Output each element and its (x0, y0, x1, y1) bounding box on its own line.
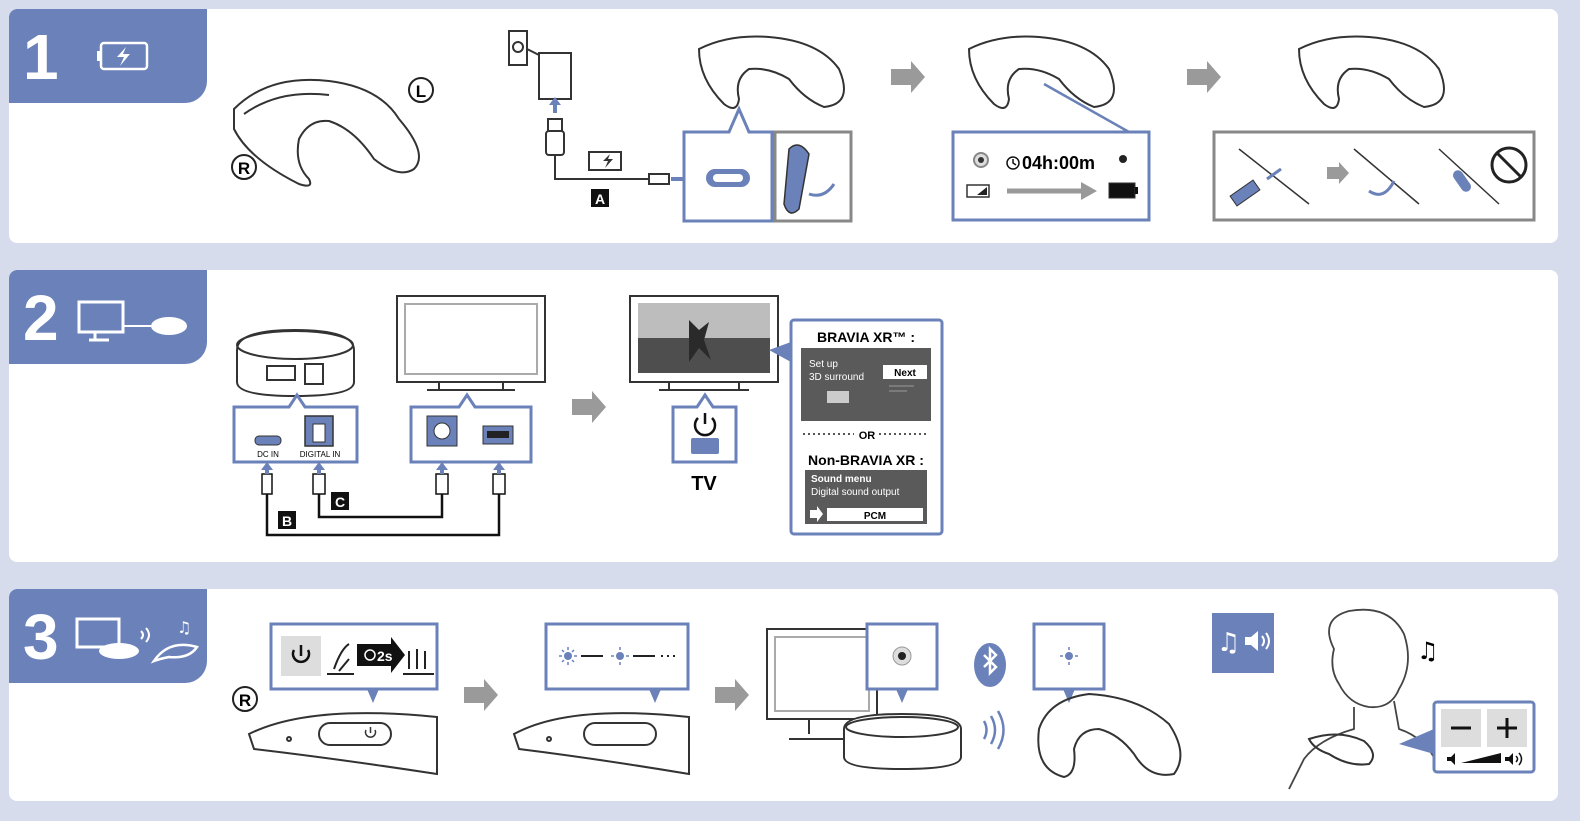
step-number: 1 (23, 21, 59, 93)
svg-text:R: R (239, 691, 251, 710)
neckband-led-callout (1032, 622, 1106, 703)
cable-connections (265, 482, 501, 537)
volume-control-callout (1399, 700, 1536, 774)
svg-text:♫: ♫ (1217, 628, 1240, 658)
next-arrow (572, 391, 606, 423)
or-label: OR (859, 430, 876, 442)
tv-label: TV (691, 473, 717, 495)
neckband-pairing-illustration (1037, 692, 1182, 779)
connector-plugs (261, 473, 506, 495)
tv-ports-callout (409, 392, 533, 464)
neckband-controls-illustration (247, 712, 438, 776)
svg-text:C: C (335, 494, 345, 510)
pcm-option: PCM (864, 511, 886, 522)
step-3-tab: 3 ♫ (9, 589, 207, 683)
step-3-panel: 3 ♫ R 2 (9, 589, 1558, 801)
tv-illustration (396, 295, 546, 391)
neckband-illustration (233, 78, 420, 187)
usb-connector-icon (545, 118, 649, 180)
port-cover-detail (773, 130, 853, 223)
next-arrow (464, 679, 498, 711)
svg-text:♫: ♫ (177, 618, 191, 637)
svg-text:B: B (282, 513, 292, 529)
music-volume-icon: ♫ (1212, 613, 1274, 673)
tv-transmitter-neckband-icon: ♫ (75, 617, 199, 664)
cable-c-label: C (331, 492, 349, 510)
bravia-heading: BRAVIA XR™ : (817, 329, 915, 345)
menu-line-1: Sound menu (811, 474, 872, 485)
neckband-unplug-illustration (1297, 35, 1445, 109)
blinking-indicator-callout (544, 622, 690, 703)
next-arrow (715, 679, 749, 711)
tv-power-callout[interactable] (671, 392, 738, 464)
step-2-tab: 2 (9, 270, 207, 364)
tv-transmitter-icon (77, 300, 187, 342)
tv-on-illustration (629, 295, 779, 391)
right-label: R (238, 159, 250, 178)
neckband-controls-illustration-2 (512, 712, 690, 776)
transmitter-illustration (236, 328, 355, 398)
hold-time: 2s (377, 648, 393, 664)
wall-outlet-icon (508, 30, 572, 100)
bluetooth-icon (974, 643, 1006, 687)
dc-in-label: DC IN (257, 450, 279, 459)
clock-icon (1006, 156, 1020, 170)
cable-b-label: B (278, 511, 296, 529)
non-bravia-heading: Non-BRAVIA XR : (808, 452, 924, 468)
next-arrow (891, 61, 925, 93)
svg-text:A: A (595, 191, 605, 207)
step-1-tab: 1 (9, 9, 207, 103)
neckband-charging-illustration (697, 35, 845, 109)
power-icon (693, 413, 717, 437)
usb-c-port-callout[interactable] (682, 105, 774, 223)
tv-transmitter-illustration (766, 628, 962, 771)
transmitter-led-callout (865, 622, 939, 703)
music-note-icon: ♫ (1417, 637, 1439, 665)
charging-status-callout: 04h:00m (951, 130, 1151, 222)
next-button[interactable]: Next (894, 368, 916, 379)
neckband-power-button[interactable] (364, 727, 377, 738)
step-2-panel: 2 DC IN DIGITAL IN (9, 270, 1558, 562)
step-number: 3 (23, 601, 59, 673)
menu-line-2: Digital sound output (811, 487, 900, 498)
next-arrow (1187, 61, 1221, 93)
neckband-charging-illustration-2 (967, 35, 1115, 109)
bravia-line-1: Set up (809, 359, 838, 370)
battery-charge-icon (97, 41, 149, 71)
disconnect-steps-callout (1212, 130, 1536, 222)
left-label: L (416, 82, 426, 101)
step-1-panel: 1 L R (9, 9, 1558, 243)
transmitter-ports-callout: DC IN DIGITAL IN (232, 392, 359, 464)
right-side-marker: R (232, 686, 258, 712)
right-side-marker: R (231, 154, 257, 180)
wireless-waves-icon (982, 710, 1005, 750)
charge-time: 04h:00m (1022, 153, 1095, 173)
bravia-line-2: 3D surround (809, 372, 864, 383)
power-hold-callout: 2s (269, 622, 439, 703)
tv-settings-callout: BRAVIA XR™ : Set up 3D surround Next OR … (789, 318, 944, 536)
volume-up-button[interactable] (1497, 718, 1517, 738)
battery-icon (588, 151, 622, 171)
prohibited-icon (1490, 146, 1528, 184)
power-icon (291, 645, 311, 664)
left-side-marker: L (408, 77, 434, 103)
digital-in-label: DIGITAL IN (300, 450, 341, 459)
cable-a-label: A (591, 189, 609, 207)
step-number: 2 (23, 282, 59, 354)
